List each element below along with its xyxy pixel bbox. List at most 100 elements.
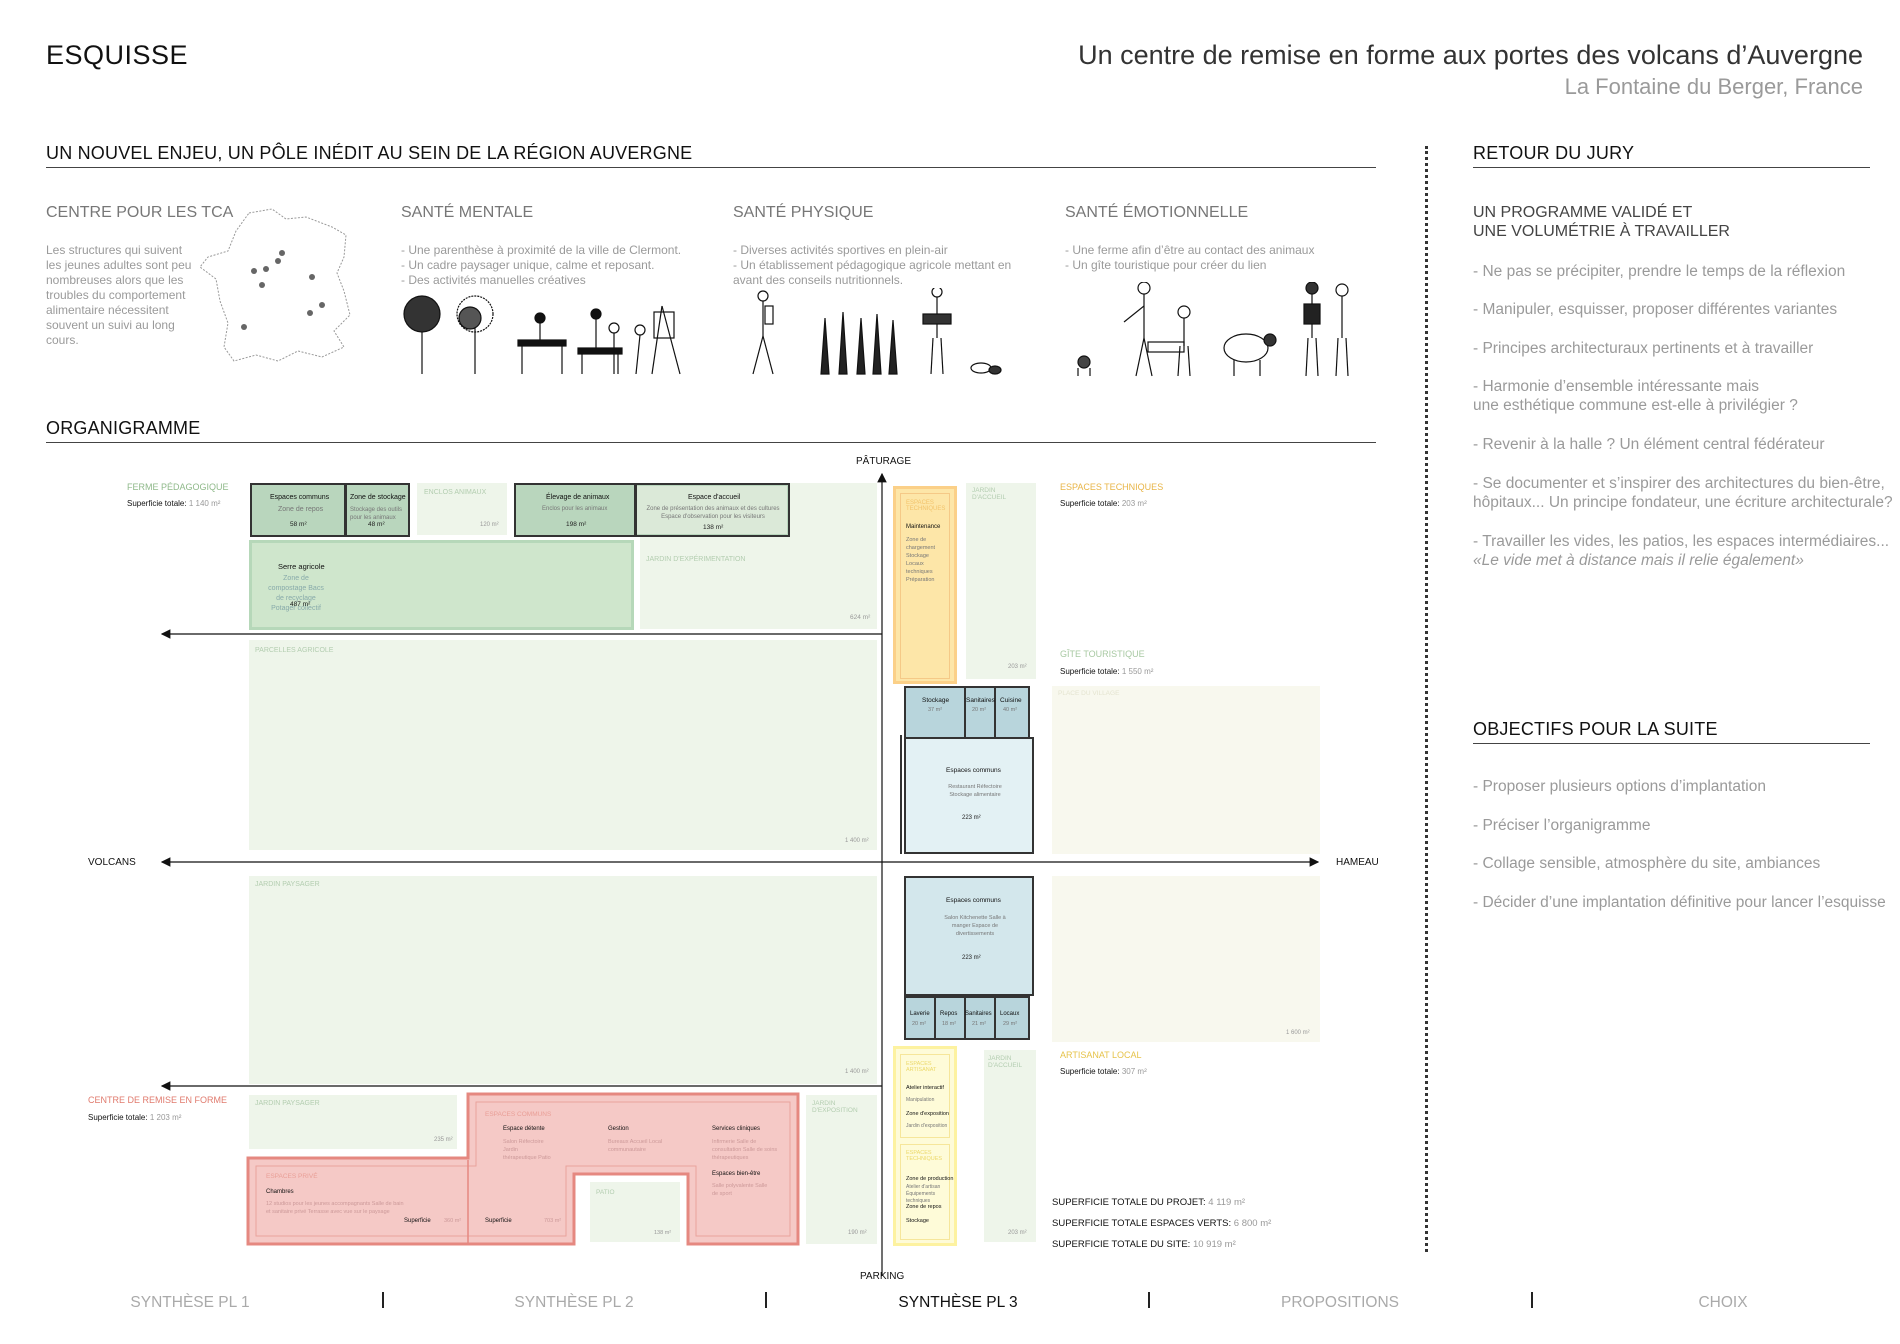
axis-left-label: VOLCANS bbox=[88, 857, 136, 868]
divider bbox=[994, 996, 996, 1040]
jury-item-1: - Ne pas se précipiter, prendre le temps… bbox=[1473, 263, 1846, 280]
tech-zone-label: ESPACES TECHNIQUES bbox=[906, 500, 946, 512]
place-village-zone bbox=[1052, 686, 1320, 854]
divider bbox=[634, 483, 637, 537]
espaces-communs-gite2-area: 223 m² bbox=[962, 955, 981, 961]
espaces-communs-ferme-zone bbox=[250, 483, 410, 537]
total-projet: SUPERFICIE TOTALE DU PROJET: 4 119 m² bbox=[1052, 1197, 1246, 1208]
axis-top-label: PÂTURAGE bbox=[856, 456, 912, 467]
project-location: La Fontaine du Berger, France bbox=[1564, 74, 1863, 99]
jardin-expo-zone bbox=[806, 1095, 877, 1244]
jardin-accueil-bot-label: JARDIN D'ACCUEIL bbox=[988, 1055, 1023, 1069]
services-cliniques-sub: Infirmerie Salle de consultation Salle d… bbox=[712, 1139, 778, 1161]
nav-synthese-pl3[interactable]: SYNTHÈSE PL 3 bbox=[898, 1294, 1018, 1311]
locaux-area: 29 m² bbox=[1003, 1021, 1018, 1027]
chambres-label: Chambres bbox=[266, 1189, 294, 1195]
page-title: ESQUISSE bbox=[46, 40, 189, 70]
superficie-p-area: 360 m² bbox=[444, 1218, 462, 1224]
jury-item-6: - Se documenter et s’inspirer des archit… bbox=[1473, 475, 1893, 511]
jury-item-2: - Manipuler, esquisser, proposer différe… bbox=[1473, 301, 1838, 318]
jardin-expo-area: 190 m² bbox=[848, 1230, 867, 1236]
divider bbox=[344, 483, 347, 537]
project-subtitle: Un centre de remise en forme aux portes … bbox=[1078, 40, 1863, 70]
espaces-communs-gite2-sub: Salon Kitchenette Salle à manger Espace … bbox=[944, 915, 1006, 937]
jardin-paysager-mid-area: 1 400 m² bbox=[845, 1069, 869, 1075]
cuisine-label: Cuisine bbox=[1000, 697, 1022, 704]
jardin-experimentation-area: 624 m² bbox=[850, 614, 871, 621]
techniques-title: ESPACES TECHNIQUES bbox=[1060, 482, 1164, 492]
parcelles-zone bbox=[249, 640, 877, 850]
enclos-label: ENCLOS ANIMAUX bbox=[424, 489, 487, 496]
col-tca-title: CENTRE POUR LES TCA bbox=[46, 204, 234, 221]
repos-art-label: Zone de repos bbox=[906, 1204, 942, 1210]
jury-title: RETOUR DU JURY bbox=[1473, 143, 1635, 163]
espaces-communs-ferme-label: Espaces communs bbox=[270, 494, 330, 501]
exposition-sub: Jardin d'exposition bbox=[906, 1123, 948, 1129]
laverie-area: 20 m² bbox=[912, 1021, 927, 1027]
col-physique-title: SANTÉ PHYSIQUE bbox=[733, 204, 874, 221]
parcelles-label: PARCELLES AGRICOLE bbox=[255, 647, 334, 654]
col-mentale-text: - Une parenthèse à proximité de la ville… bbox=[401, 243, 682, 287]
atelier-label: Atelier interactif bbox=[906, 1085, 944, 1091]
elevage-area: 198 m² bbox=[566, 521, 587, 528]
espaces-communs-gite-sub: Restaurant Réfectoire Stockage alimentai… bbox=[948, 784, 1002, 798]
objectif-item-3: - Collage sensible, atmosphère du site, … bbox=[1473, 855, 1821, 872]
nav-propositions[interactable]: PROPOSITIONS bbox=[1281, 1294, 1399, 1311]
espaces-communs-ferme-area: 58 m² bbox=[290, 521, 307, 528]
production-sub: Atelier d'artisan Équipements techniques bbox=[906, 1184, 941, 1204]
tech-inner bbox=[900, 493, 950, 679]
enjeu-title: UN NOUVEL ENJEU, UN PÔLE INÉDIT AU SEIN … bbox=[46, 143, 693, 163]
total-site: SUPERFICIE TOTALE DU SITE: 10 919 m² bbox=[1052, 1239, 1236, 1250]
espace-detente-sub: Salon Réfectoire Jardin thérapeutique Pa… bbox=[503, 1139, 551, 1161]
enclos-zone bbox=[417, 483, 507, 535]
artisanat-zone bbox=[893, 1046, 957, 1246]
artisanat-surface: Superficie totale: 307 m² bbox=[1060, 1067, 1147, 1076]
totals-block: SUPERFICIE TOTALE DU PROJET: 4 119 m² SU… bbox=[1052, 1192, 1271, 1255]
gite-surface: Superficie totale: 1 550 m² bbox=[1060, 667, 1154, 676]
tech-zone bbox=[893, 486, 957, 684]
objectifs-title: OBJECTIFS POUR LA SUITE bbox=[1473, 719, 1718, 739]
centre-surface: Superficie totale: 1 203 m² bbox=[88, 1113, 182, 1122]
jury-item-3: - Principes architecturaux pertinents et… bbox=[1473, 340, 1814, 357]
nav-synthese-pl1[interactable]: SYNTHÈSE PL 1 bbox=[130, 1294, 250, 1311]
jury-item-7: - Travailler les vides, les patios, les … bbox=[1473, 533, 1890, 569]
organigramme-title: ORGANIGRAMME bbox=[46, 418, 201, 438]
jardin-accueil-top-zone bbox=[966, 483, 1036, 679]
sanitaires-gite-area: 20 m² bbox=[972, 707, 987, 713]
nav-choix[interactable]: CHOIX bbox=[1698, 1294, 1748, 1311]
espaces-communs-ferme-sub: Zone de repos bbox=[278, 506, 324, 513]
stockage-gite-area: 37 m² bbox=[928, 707, 943, 713]
total-verts: SUPERFICIE TOTALE ESPACES VERTS: 6 800 m… bbox=[1052, 1218, 1272, 1229]
col-emotionnelle-title: SANTÉ ÉMOTIONNELLE bbox=[1065, 204, 1249, 221]
accueil-light bbox=[637, 486, 787, 534]
stockage-gite-label: Stockage bbox=[922, 697, 950, 704]
stockage-label: Zone de stockage bbox=[350, 494, 406, 501]
nav-separator bbox=[765, 1292, 767, 1308]
jardin-paysager-bot-area: 235 m² bbox=[434, 1137, 453, 1143]
column-divider bbox=[1425, 146, 1428, 1252]
jardin-paysager-bot-label: JARDIN PAYSAGER bbox=[255, 1100, 320, 1107]
accueil-area: 138 m² bbox=[703, 524, 724, 531]
cuisine-area: 40 m² bbox=[1003, 707, 1018, 713]
chambres-sub: 12 studios pour les jeunes accompagnants… bbox=[266, 1201, 404, 1215]
atelier-sub: Manipulation bbox=[906, 1097, 935, 1103]
patio-label: PATIO bbox=[596, 1189, 615, 1196]
objectifs-rule bbox=[1473, 743, 1870, 744]
gestion-label: Gestion bbox=[608, 1126, 629, 1132]
elevage-sub: Enclos pour les animaux bbox=[542, 506, 608, 512]
nav-synthese-pl2[interactable]: SYNTHÈSE PL 2 bbox=[514, 1294, 634, 1311]
espaces-prive-label: ESPACES PRIVÉ bbox=[266, 1173, 318, 1180]
art-inner-2 bbox=[900, 1144, 950, 1240]
stockage-sub: Stockage des outils pour les animaux bbox=[350, 507, 403, 521]
espaces-communs-gite-zone bbox=[904, 737, 1034, 854]
ferme-surface: Superficie totale: 1 140 m² bbox=[127, 499, 221, 508]
artisanat-title: ARTISANAT LOCAL bbox=[1060, 1050, 1142, 1060]
espaces-communs-gite2-zone bbox=[904, 876, 1034, 996]
jardin-experimentation-label: JARDIN D'EXPÉRIMENTATION bbox=[646, 556, 746, 563]
espaces-communs-gite2-label: Espaces communs bbox=[946, 897, 1001, 904]
gite-services-bottom bbox=[904, 996, 1030, 1040]
divider bbox=[994, 686, 996, 740]
divider bbox=[964, 996, 966, 1040]
